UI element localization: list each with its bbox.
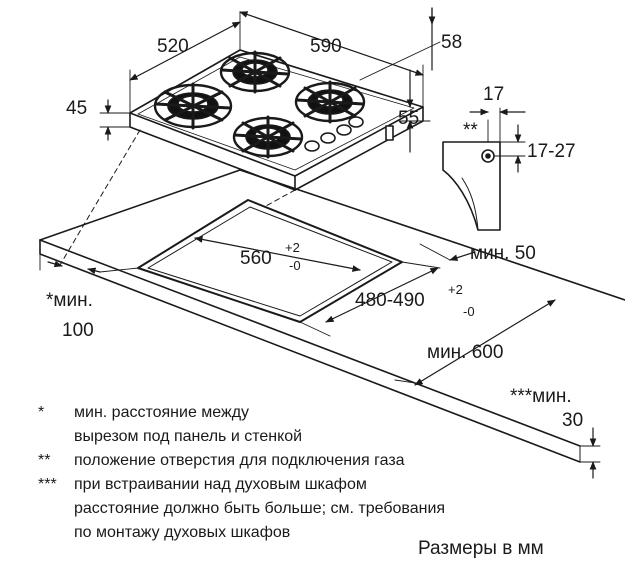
gas-connector	[385, 125, 394, 141]
dim-560-tol-minus: -0	[289, 258, 301, 273]
footnote-1: * мин. расстояние между вырезом под пане…	[38, 401, 445, 449]
footnote-2: ** положение отверстия для подключения г…	[38, 449, 445, 473]
dim-min600-label: мин. 600	[427, 342, 503, 363]
gas-outlet-detail	[442, 107, 501, 231]
footnote-3-line-3: по монтажу духовых шкафов	[74, 524, 291, 541]
footnote-1-line-2: вырезом под панель и стенкой	[74, 428, 303, 445]
footnote-2-line-1: положение отверстия для подключения газа	[74, 452, 405, 469]
dim-480-490-label: 480-490	[355, 290, 425, 311]
dim-min30-value: 30	[562, 410, 583, 431]
footnote-3-mark: ***	[38, 476, 57, 493]
burner-rear-right	[294, 80, 366, 124]
dim-17-label: 17	[483, 84, 504, 105]
footnote-1-mark: *	[38, 404, 45, 421]
dim-min50-label: мин. 50	[470, 243, 536, 264]
dim-min100-line	[39, 253, 139, 275]
dim-min30-mark: ***мин.	[510, 386, 572, 407]
burner-front-left	[153, 82, 233, 130]
dim-480-490-tol-plus: +2	[448, 282, 463, 297]
dim-55-line	[399, 69, 431, 153]
burner-rear-left	[219, 50, 291, 94]
dim-min100-mark: *мин.	[46, 290, 93, 311]
footnote-1-line-1: мин. расстояние между	[74, 404, 250, 421]
dim-45-line	[99, 99, 131, 141]
burner-front-right	[232, 115, 304, 159]
dim-min50-line	[419, 243, 476, 261]
dim-min600-line	[394, 299, 556, 386]
control-knobs	[304, 116, 364, 152]
footnote-3-line-2: расстояние должно быть больше; см. требо…	[74, 500, 446, 517]
units-caption: Размеры в мм	[418, 538, 544, 559]
dim-55-label: 55	[398, 108, 419, 129]
dim-480-490-line	[299, 261, 441, 337]
dim-560-tol-plus: +2	[285, 240, 300, 255]
dim-480-490-tol-minus: -0	[463, 304, 475, 319]
dim-590-label: 590	[310, 36, 342, 57]
dim-560-line	[194, 236, 361, 272]
footnotes: * мин. расстояние между вырезом под пане…	[38, 401, 445, 545]
dim-560-label: 560	[240, 248, 272, 269]
footnote-2-mark: **	[38, 452, 51, 469]
gas-mark-label: **	[463, 120, 478, 141]
dim-520-label: 520	[157, 36, 189, 57]
dim-58-label: 58	[441, 32, 462, 53]
dim-17-27-line	[493, 124, 526, 173]
footnote-3: *** при встраивании над духовым шкафом р…	[38, 473, 445, 545]
dim-17-27-label: 17-27	[527, 141, 576, 162]
dim-min100-value: 100	[62, 320, 94, 341]
dim-58-line	[359, 7, 441, 81]
dim-min30-line	[579, 427, 601, 479]
dim-45-label: 45	[66, 98, 87, 119]
footnote-3-line-1: при встраивании над духовым шкафом	[74, 476, 367, 493]
